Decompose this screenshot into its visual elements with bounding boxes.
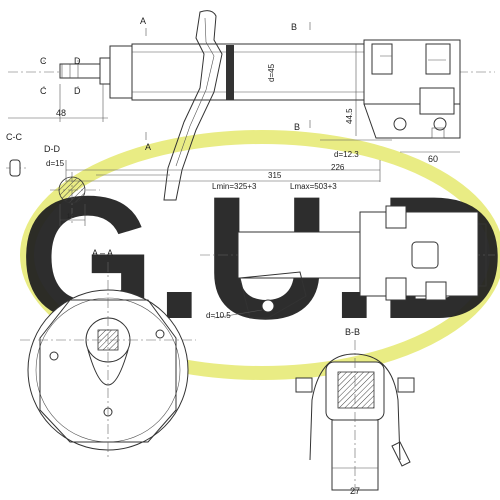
dim-315: 315 [268, 171, 282, 180]
label-section-b-bottom: B [294, 122, 300, 132]
label-section-a-bottom: A [145, 142, 151, 152]
bottom-bracket-detail [200, 205, 495, 319]
label-section-a-top: A [140, 16, 146, 26]
section-view-bb [295, 340, 415, 496]
dim-lmax: Lmax=503+3 [290, 182, 337, 191]
dim-14: 14 [67, 214, 74, 220]
section-view-cc [6, 159, 26, 177]
dim-d12-3: d=12.3 [334, 150, 359, 159]
dim-d15: d=15 [46, 159, 65, 168]
dim-48: 48 [56, 108, 66, 118]
dim-27: 27 [350, 486, 360, 496]
label-section-c-left: C [40, 56, 47, 66]
label-section-c-left2: C [40, 86, 47, 96]
dim-60: 60 [428, 154, 438, 164]
label-section-d-right2: D [74, 86, 81, 96]
label-view-cc: C-C [6, 132, 22, 142]
watermark-ring [20, 130, 500, 380]
section-view-dd [50, 172, 100, 226]
label-view-bb: B-B [345, 327, 360, 337]
section-view-aa [20, 262, 196, 460]
dim-226: 226 [331, 163, 345, 172]
dim-44-5: 44.5 [345, 108, 354, 124]
label-view-aa: A – A [92, 248, 113, 258]
drawing-labels: A A B B C C D D C-C D-D A – A B-B d=45 d… [6, 16, 438, 496]
label-view-dd: D-D [44, 144, 60, 154]
strut-side-view [8, 10, 495, 201]
dim-d45: d=45 [267, 63, 276, 82]
label-section-b-top: B [291, 22, 297, 32]
dim-d10-5: d=10.5 [206, 311, 231, 320]
dim-lmin: Lmin=325+3 [212, 182, 257, 191]
label-section-d-right: D [74, 56, 81, 66]
